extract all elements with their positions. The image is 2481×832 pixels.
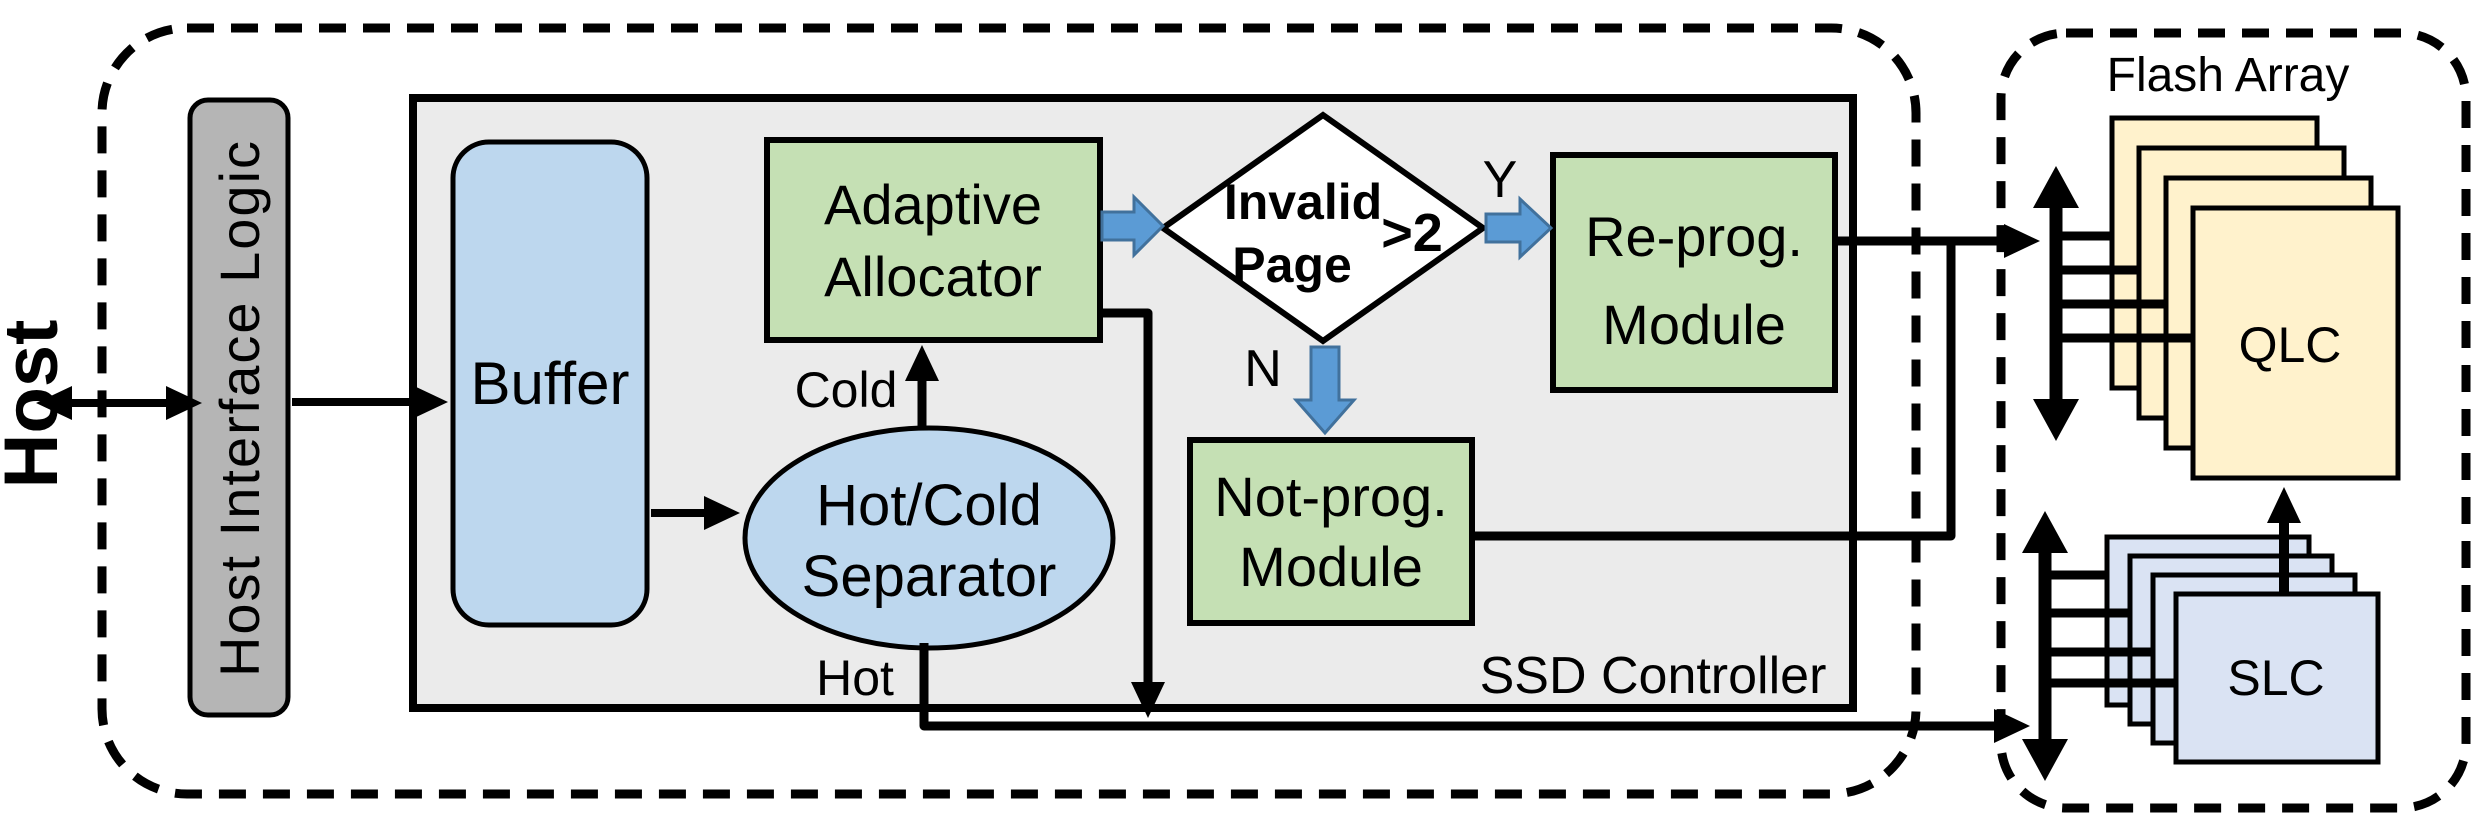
allocator-to-hot-line-arrow <box>1100 308 1165 718</box>
notprog-output-line <box>1472 237 1956 541</box>
decision-yes-block-arrow <box>1484 195 1554 261</box>
qlc-page-4 <box>2190 205 2401 481</box>
decision-label-line2: Page <box>1232 237 1352 293</box>
slc-page-4 <box>2173 591 2381 765</box>
decision-no-label: N <box>1244 340 1282 398</box>
reprog-module-box <box>1550 152 1838 393</box>
buffer-box <box>450 139 650 628</box>
hot-path-label: Hot <box>816 650 894 706</box>
allocator-label-line1: Adaptive <box>824 173 1042 236</box>
separator-label-line1: Hot/Cold <box>816 473 1042 538</box>
notprog-module-box <box>1187 437 1475 626</box>
decision-yes-label: Y <box>1482 151 1518 209</box>
decision-label-line1: Invalid <box>1223 174 1383 230</box>
host-interface-label: Host Interface Logic <box>208 138 271 678</box>
notprog-label-line1: Not-prog. <box>1214 465 1448 528</box>
host-label: Host <box>0 319 74 489</box>
reprog-label-line1: Re-prog. <box>1585 205 1803 268</box>
qlc-label: QLC <box>2238 317 2342 373</box>
reprog-label-line2: Module <box>1602 293 1786 356</box>
decision-condition-label: >2 <box>1381 203 1443 263</box>
buffer-label: Buffer <box>470 350 630 417</box>
allocator-label-line2: Allocator <box>824 245 1042 308</box>
hot-path-line <box>919 643 2030 743</box>
slc-label: SLC <box>2227 650 2325 706</box>
hot-cold-separator-ellipse <box>742 425 1116 651</box>
notprog-label-line2: Module <box>1239 535 1423 598</box>
slc-stack <box>2104 534 2381 765</box>
adaptive-allocator-box <box>764 137 1103 343</box>
invalid-page-decision-diamond <box>1157 111 1489 345</box>
cold-path-label: Cold <box>794 362 898 418</box>
decision-no-block-arrow <box>1292 345 1358 436</box>
ssd-controller-label: SSD Controller <box>1479 647 1827 705</box>
flash-array-dashed-boundary <box>1996 28 2471 813</box>
allocator-to-decision-block-arrow <box>1100 193 1166 259</box>
flash-array-label: Flash Array <box>2106 49 2350 102</box>
qlc-stack <box>2109 115 2401 481</box>
separator-label-line2: Separator <box>801 544 1057 609</box>
